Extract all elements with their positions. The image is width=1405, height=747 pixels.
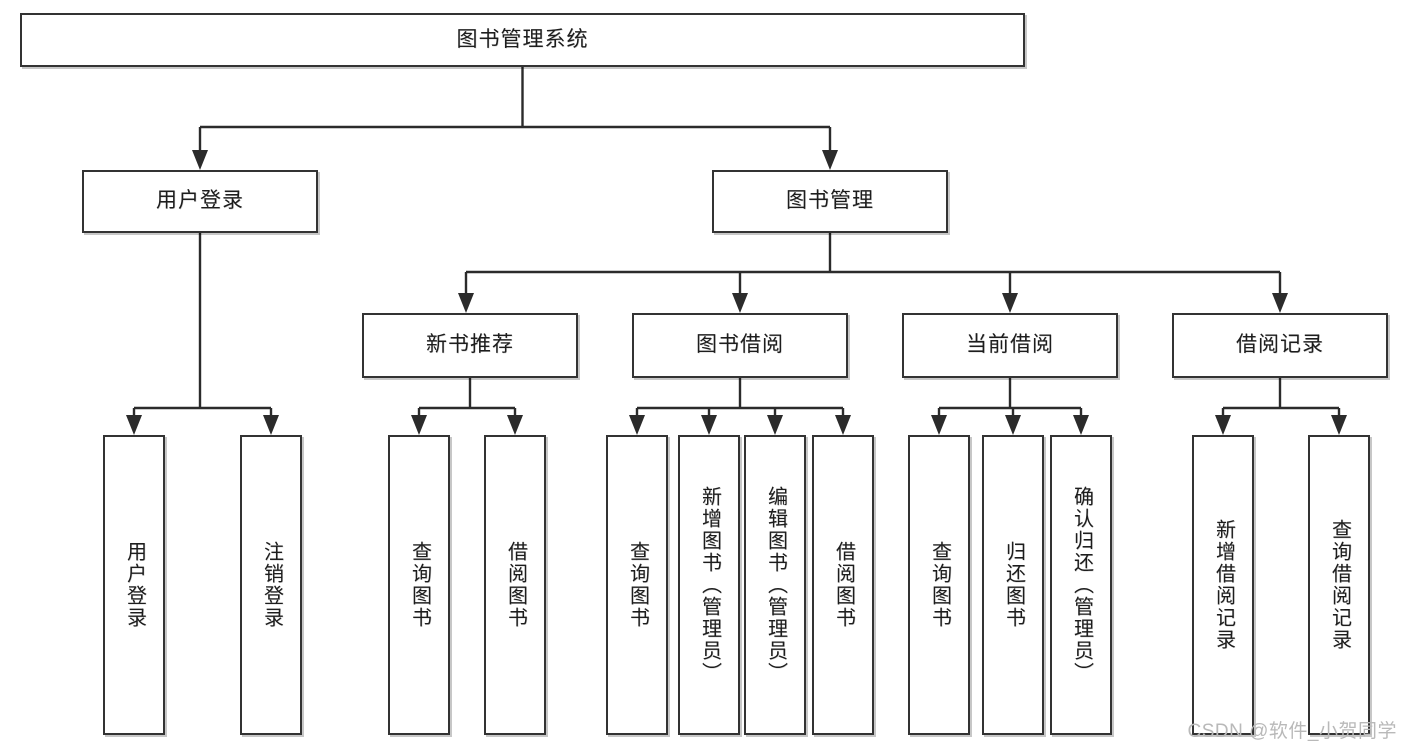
node-book-borrow-label: 图书借阅 <box>696 333 784 357</box>
arrow-current-borrow-leaf1 <box>931 415 947 435</box>
leaf-label: 新增借阅记录 <box>1212 519 1235 651</box>
leaf-query-book-recommend[interactable]: 查询图书 <box>388 435 450 735</box>
leaf-label: 用户登录 <box>123 541 146 629</box>
leaf-label: 注销登录 <box>260 541 283 629</box>
arrow-borrow-record-leaf2 <box>1331 415 1347 435</box>
node-root-system[interactable]: 图书管理系统 <box>20 13 1025 67</box>
arrow-to-current-borrow <box>1002 293 1018 313</box>
arrow-book-borrow-leaf3 <box>767 415 783 435</box>
leaf-label: 借阅图书 <box>832 541 855 629</box>
node-book-borrow[interactable]: 图书借阅 <box>632 313 848 378</box>
leaf-label: 查询借阅记录 <box>1328 519 1351 651</box>
csdn-watermark: CSDN @软件_小贺同学 <box>1187 721 1397 742</box>
leaf-logout[interactable]: 注销登录 <box>240 435 302 735</box>
leaf-query-borrow-record[interactable]: 查询借阅记录 <box>1308 435 1370 735</box>
leaf-return-book[interactable]: 归还图书 <box>982 435 1044 735</box>
node-book-manage[interactable]: 图书管理 <box>712 170 948 233</box>
leaf-label: 查询图书 <box>626 541 649 629</box>
arrow-to-borrow-record <box>1272 293 1288 313</box>
node-book-manage-label: 图书管理 <box>786 189 874 213</box>
arrow-user-login-leaf1 <box>126 415 142 435</box>
arrow-book-borrow-leaf4 <box>835 415 851 435</box>
arrow-root-to-user-login <box>192 150 208 170</box>
leaf-label: 确认归还（管理员） <box>1070 486 1093 684</box>
leaf-add-borrow-record[interactable]: 新增借阅记录 <box>1192 435 1254 735</box>
leaf-query-book-borrow[interactable]: 查询图书 <box>606 435 668 735</box>
leaf-label: 查询图书 <box>408 541 431 629</box>
arrow-book-borrow-leaf1 <box>629 415 645 435</box>
arrow-book-borrow-leaf2 <box>701 415 717 435</box>
node-user-login-label: 用户登录 <box>156 189 244 213</box>
leaf-confirm-return-admin[interactable]: 确认归还（管理员） <box>1050 435 1112 735</box>
node-borrow-record[interactable]: 借阅记录 <box>1172 313 1388 378</box>
leaf-label: 新增图书（管理员） <box>698 486 721 684</box>
arrow-to-new-book-recommend <box>458 293 474 313</box>
node-root-label: 图书管理系统 <box>456 27 589 51</box>
leaf-label: 借阅图书 <box>504 541 527 629</box>
node-current-borrow[interactable]: 当前借阅 <box>902 313 1118 378</box>
arrow-borrow-record-leaf1 <box>1215 415 1231 435</box>
node-borrow-record-label: 借阅记录 <box>1236 333 1324 357</box>
leaf-query-book-current[interactable]: 查询图书 <box>908 435 970 735</box>
arrow-new-book-leaf1 <box>411 415 427 435</box>
node-new-book-recommend-label: 新书推荐 <box>426 333 514 357</box>
leaf-borrow-book[interactable]: 借阅图书 <box>812 435 874 735</box>
arrow-root-to-book-manage <box>822 150 838 170</box>
arrow-current-borrow-leaf2 <box>1005 415 1021 435</box>
leaf-user-login[interactable]: 用户登录 <box>103 435 165 735</box>
leaf-edit-book-admin[interactable]: 编辑图书（管理员） <box>744 435 806 735</box>
leaf-borrow-book-recommend[interactable]: 借阅图书 <box>484 435 546 735</box>
arrow-user-login-leaf2 <box>263 415 279 435</box>
leaf-label: 查询图书 <box>928 541 951 629</box>
arrow-to-book-borrow <box>732 293 748 313</box>
arrow-current-borrow-leaf3 <box>1073 415 1089 435</box>
node-current-borrow-label: 当前借阅 <box>966 333 1054 357</box>
arrow-new-book-leaf2 <box>507 415 523 435</box>
leaf-label: 编辑图书（管理员） <box>764 486 787 684</box>
leaf-add-book-admin[interactable]: 新增图书（管理员） <box>678 435 740 735</box>
leaf-label: 归还图书 <box>1002 541 1025 629</box>
node-user-login[interactable]: 用户登录 <box>82 170 318 233</box>
node-new-book-recommend[interactable]: 新书推荐 <box>362 313 578 378</box>
